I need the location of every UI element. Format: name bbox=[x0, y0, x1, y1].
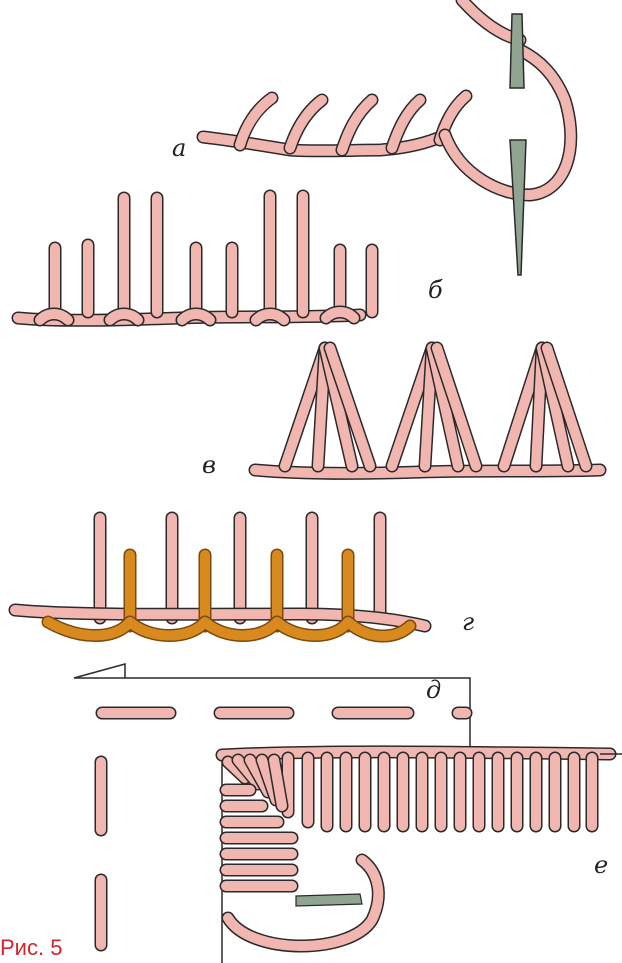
label-v: в bbox=[202, 451, 216, 479]
figure-caption: Рис. 5 bbox=[0, 935, 62, 961]
label-b: б bbox=[428, 276, 443, 304]
panel-g-stitches bbox=[15, 518, 425, 636]
panel-b-stitches bbox=[18, 196, 372, 320]
small-needle-icon bbox=[296, 894, 362, 906]
label-e: е bbox=[594, 851, 608, 879]
panel-v-stitches bbox=[255, 348, 600, 473]
label-g: г bbox=[462, 608, 474, 636]
label-a: а bbox=[172, 134, 186, 162]
label-d: д bbox=[426, 676, 441, 704]
needle-icon bbox=[510, 14, 526, 275]
panel-e-stitches bbox=[222, 750, 622, 963]
